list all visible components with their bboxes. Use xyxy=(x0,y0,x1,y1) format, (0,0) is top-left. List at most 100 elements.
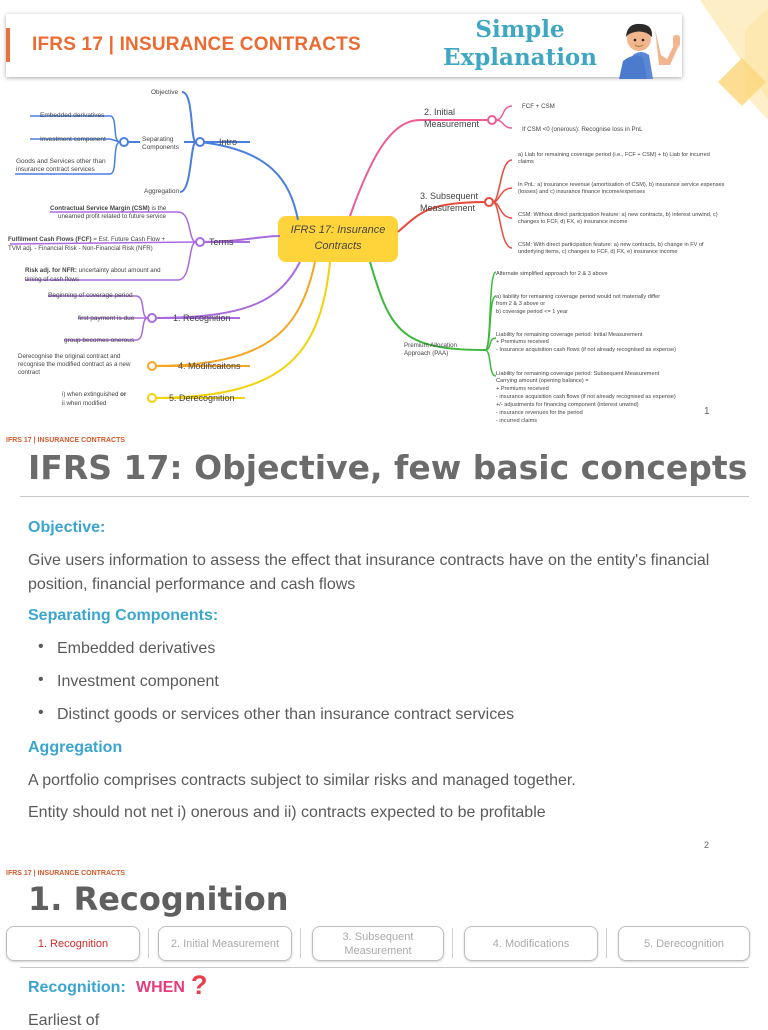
csm-term: Contractual Service Margin (CSM) xyxy=(50,205,150,212)
svg-text:Contractual Service Margin (CS: Contractual Service Margin (CSM) is the xyxy=(50,205,167,212)
terms-label: Terms xyxy=(209,237,234,247)
page3-title: 1. Recognition xyxy=(28,880,289,918)
page2-header: IFRS 17 | INSURANCE CONTRACTS xyxy=(6,437,126,444)
aggregation-text-2: Entity should not net i) onerous and ii)… xyxy=(28,804,546,821)
center-node xyxy=(278,216,398,262)
paa-cond-1a: a) liability for remaining coverage peri… xyxy=(496,294,660,300)
aggregation-heading: Aggregation xyxy=(28,739,123,756)
step-separator xyxy=(444,928,453,958)
csm-def-2: unearned profit related to future servic… xyxy=(58,213,167,220)
mind-map-slide: IFRS 17 | INSURANCE CONTRACTS Simple Exp… xyxy=(0,0,768,432)
step-recognition[interactable]: 1. Recognition xyxy=(6,926,140,961)
paa-sub-4: - insurance acquisition cash flows (if n… xyxy=(496,394,676,400)
paa-cond-2: b) coverage period <= 1 year xyxy=(496,309,568,315)
avatar-icon xyxy=(619,23,680,79)
paa-init-1: Liability for remaining coverage period:… xyxy=(496,332,643,338)
intro-goods-1: Goods and Services other than xyxy=(16,158,106,165)
ra-term: Risk adj. for NFR: xyxy=(25,267,77,274)
derecognition-item-1: i) when extinguished xyxy=(62,391,119,398)
step-separator xyxy=(292,928,301,958)
intro-separating-2: Components xyxy=(142,144,180,151)
paa-sub-3: + Premiums received xyxy=(496,386,549,392)
recognition-item-2: first payment is due xyxy=(78,315,135,322)
branch-subsequent xyxy=(397,201,486,233)
subsequent-without-1: CSM: Without direct participation featur… xyxy=(518,212,718,218)
modifications-text-2: recognise the modified contract as a new xyxy=(18,361,131,368)
paa-sub-1: Liability for remaining coverage period:… xyxy=(496,371,660,377)
question-mark-icon: ? xyxy=(191,970,208,1000)
paa-sub-2: Carrying amount (opening balance) = xyxy=(496,378,589,384)
page2-divider xyxy=(20,496,749,497)
page2-title: IFRS 17: Objective, few basic concepts xyxy=(28,448,748,487)
subsequent-a-2: claims xyxy=(518,159,534,165)
paa-init-2: + Premiums received xyxy=(496,339,549,345)
paa-cond-1b: from 2 & 3 above or xyxy=(496,301,545,307)
recognition-item-1: Beginning of coverage period xyxy=(48,292,133,299)
step-modifications[interactable]: 4. Modifications xyxy=(464,926,598,961)
svg-text:Fulfilment Cash Flows (FCF) =: Fulfilment Cash Flows (FCF) = Est. Futur… xyxy=(8,236,166,243)
separating-heading: Separating Components: xyxy=(28,607,219,624)
initial-onerous: If CSM <0 (onerous): Recognise loss in P… xyxy=(522,126,643,133)
branch-derecognition xyxy=(149,261,331,399)
branch-paa xyxy=(369,261,486,351)
intro-goods-2: insurance contract services xyxy=(16,166,96,173)
badge-line-2: Explanation xyxy=(442,44,597,71)
step-subsequent-measurement[interactable]: 3. Subsequent Measurement xyxy=(312,926,444,961)
bullet-text: Investment component xyxy=(57,673,219,690)
slide-title: IFRS 17 | INSURANCE CONTRACTS xyxy=(32,34,361,55)
objective-text: Give users information to assess the eff… xyxy=(28,552,710,593)
svg-text:Risk adj. for NFR: uncertainty: Risk adj. for NFR: uncertainty about amo… xyxy=(25,267,161,274)
bullet-text: Embedded derivatives xyxy=(57,640,216,657)
intro-separating-1: Separating xyxy=(142,136,174,143)
recognition-when-label: Recognition: xyxy=(28,979,126,996)
subsequent-pnl-1: In PnL: a) insurance revenue (amortisati… xyxy=(518,182,725,188)
recognition-label: 1. Recognition xyxy=(173,313,231,323)
subsequent-label-1: 3. Subsequent xyxy=(420,191,479,201)
derecognition-or: or xyxy=(120,391,127,398)
initial-label-1: 2. Initial xyxy=(424,107,455,117)
fcf-term: Fulfilment Cash Flows (FCF) xyxy=(8,236,92,243)
paa-sub-7: - incurred claims xyxy=(496,418,537,424)
bullet-item: •Embedded derivatives xyxy=(38,638,216,657)
paa-label-1: Premium Allocation xyxy=(404,342,458,349)
initial-label-2: Measurement xyxy=(424,119,480,129)
intro-objective: Objective xyxy=(151,89,178,96)
initial-fcf-csm: FCF + CSM xyxy=(522,103,555,110)
paa-init-3: - Insurance acquisition cash flows (if n… xyxy=(496,347,676,353)
ra-def: uncertainty about amount and xyxy=(79,267,161,274)
accent-bar xyxy=(6,28,10,62)
badge-line-1: Simple xyxy=(475,16,565,43)
subsequent-with-1: CSM: With direct participation feature: … xyxy=(518,242,704,248)
paa-alt: Alternate simplified approach for 2 & 3 … xyxy=(496,271,608,277)
bullet-item: •Investment component xyxy=(38,671,219,690)
title-card: IFRS 17 | INSURANCE CONTRACTS xyxy=(6,14,682,77)
aggregation-text-1: A portfolio comprises contracts subject … xyxy=(28,772,576,789)
branch-modifications xyxy=(149,261,316,367)
derecognition-item-2: ii when modified xyxy=(62,400,107,407)
branch-intro xyxy=(199,141,299,221)
center-text-line-1: IFRS 17: Insurance xyxy=(291,224,386,236)
earliest-of-text: Earliest of xyxy=(28,1012,100,1029)
center-text-line-2: Contracts xyxy=(314,240,362,252)
intro-aggregation: Aggregation xyxy=(144,188,179,195)
subsequent-label-2: Measurement xyxy=(420,203,476,213)
step-separator xyxy=(598,928,607,958)
intro-embedded: Embedded derivatives xyxy=(40,112,105,119)
objective-heading: Objective: xyxy=(28,519,106,536)
ra-def-2: timing of cash flows xyxy=(25,276,79,283)
step-initial-measurement[interactable]: 2. Initial Measurement xyxy=(158,926,292,961)
modifications-text-3: contract xyxy=(18,369,40,376)
step-derecognition[interactable]: 5. Derecognition xyxy=(618,926,750,961)
fcf-def: = Est. Future Cash Flow + xyxy=(93,236,165,243)
subsequent-a-1: a) Liab for remaining coverage period (i… xyxy=(518,152,710,158)
page-number-1: 1 xyxy=(704,406,710,417)
modifications-text-1: Derecognise the original contract and xyxy=(18,353,121,360)
csm-def: is the xyxy=(151,205,166,212)
page3-header: IFRS 17 | INSURANCE CONTRACTS xyxy=(6,870,126,877)
derecognition-label: 5. Derecognition xyxy=(169,393,235,403)
paa-label-2: Approach (PAA) xyxy=(404,350,448,357)
modifications-label: 4. Modificaitons xyxy=(178,361,241,371)
simple-explanation-badge: Simple Explanation xyxy=(440,16,600,72)
paa-sub-6: - insurance revenues for the period xyxy=(496,410,583,416)
bullet-item: •Distinct goods or services other than i… xyxy=(38,704,515,723)
